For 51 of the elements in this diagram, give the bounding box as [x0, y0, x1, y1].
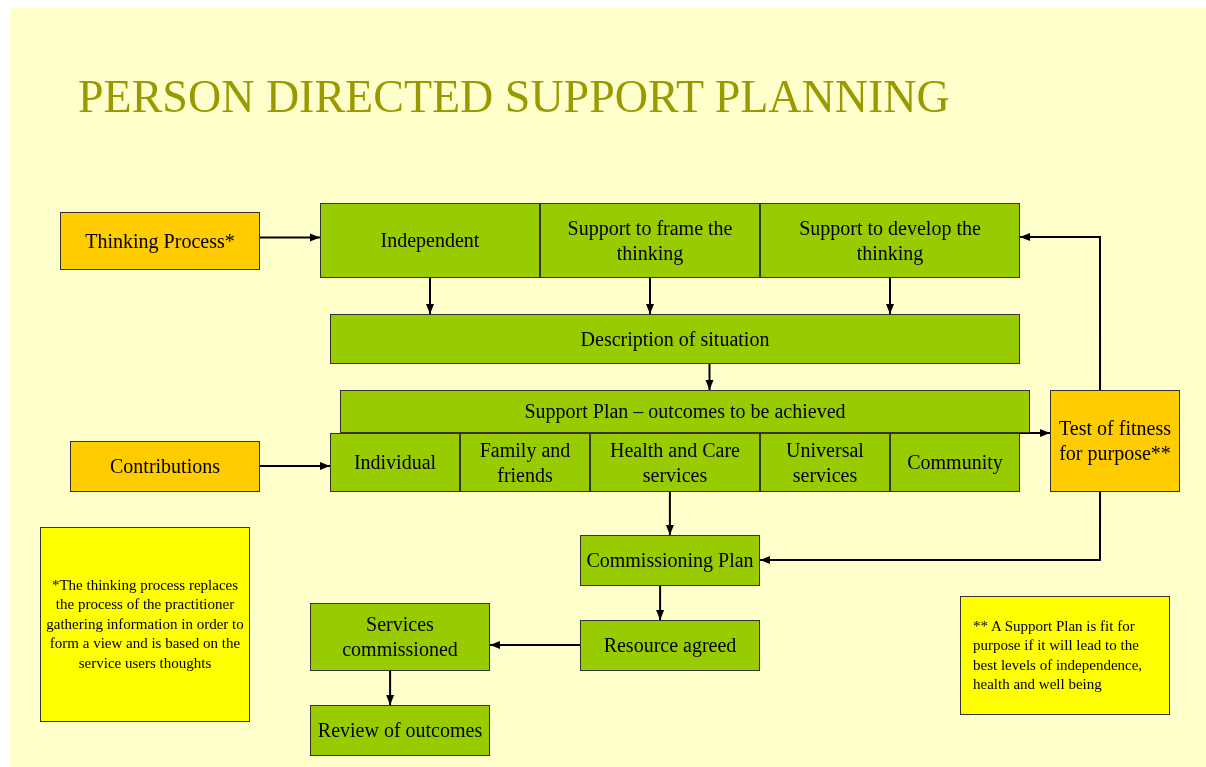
node-label: Services commissioned [341, 612, 459, 662]
input-box [60, 212, 260, 270]
input-box [1050, 390, 1180, 492]
process-box [580, 620, 760, 671]
node-label: Description of situation [580, 326, 770, 352]
arrow [665, 491, 674, 536]
process-box [580, 535, 760, 586]
arrow [259, 462, 331, 470]
node-label: Thinking Process* [85, 228, 235, 254]
process-box [330, 433, 460, 492]
arrow [386, 670, 395, 706]
node-label: Community [907, 450, 1003, 475]
process-box [890, 433, 1020, 492]
node-label: Health and Care services [609, 437, 741, 488]
node-label: Support to frame the thinking [566, 215, 734, 266]
node-label: Individual [353, 450, 437, 475]
input-box [70, 441, 260, 492]
process-box [760, 203, 1020, 278]
note-text: *The thinking process replaces the process of the practitioner gathering information in order to form a view and is based on the service users thoughts [45, 575, 245, 673]
node-label: Universal services [785, 437, 865, 488]
arrow [759, 491, 1102, 564]
process-box [590, 433, 760, 492]
arrow [489, 641, 581, 649]
note-box [960, 596, 1170, 715]
process-box [340, 390, 1030, 433]
note-text: ** A Support Plan is fit for purpose if it will lead to the best levels of independence, health and well being [973, 616, 1144, 694]
process-box [460, 433, 590, 492]
node-label: Support Plan – outcomes to be achieved [524, 399, 846, 424]
arrow [656, 585, 665, 621]
node-label: Support to develop the thinking [798, 215, 982, 266]
process-box [320, 203, 540, 278]
node-label: Independent [380, 228, 480, 253]
process-box [310, 705, 490, 756]
node-label: Review of outcomes [317, 718, 483, 743]
node-label: Family and friends [478, 437, 572, 488]
arrow [646, 277, 654, 315]
node-label: Commissioning Plan [586, 548, 754, 573]
process-box [330, 314, 1020, 364]
process-box [310, 603, 490, 671]
process-box [760, 433, 890, 492]
node-label: Test of fitness for purpose** [1058, 416, 1172, 466]
arrow [426, 277, 434, 315]
node-label: Contributions [110, 454, 220, 479]
node-label: Resource agreed [603, 633, 737, 658]
arrow [1019, 233, 1102, 391]
process-box [540, 203, 760, 278]
title: PERSON DIRECTED SUPPORT PLANNING [78, 70, 950, 123]
arrow [886, 277, 894, 315]
note-box [40, 527, 250, 722]
arrow [259, 233, 321, 242]
arrow [705, 363, 714, 391]
